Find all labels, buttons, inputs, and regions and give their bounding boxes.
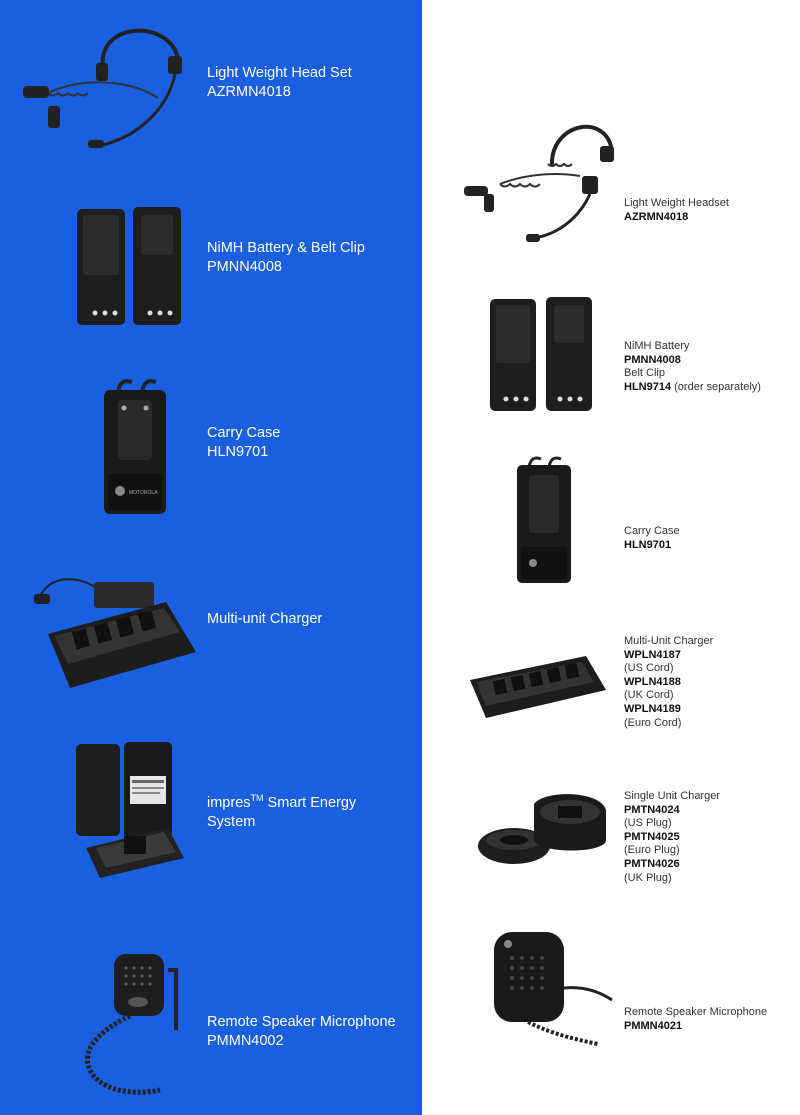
right-item-carry-case: Carry Case HLN9701 — [624, 525, 680, 552]
left-headset-name: Light Weight Head Set — [207, 65, 352, 81]
right-sc-line-6: PMTN4026 — [624, 857, 680, 870]
right-case-line-2: HLN9701 — [624, 538, 672, 551]
carry-case-image-left: MOTOROLA — [100, 378, 170, 516]
right-rsm-line-2: PMMN4021 — [624, 1019, 683, 1032]
right-rsm-line-1: Remote Speaker Microphone — [624, 1006, 768, 1018]
right-mc-line-4: WPLN4188 — [624, 675, 681, 688]
right-headset-line-2: AZRMN4018 — [624, 210, 689, 223]
impres-image-left — [72, 740, 187, 880]
left-rsm-code: PMMN4002 — [207, 1033, 284, 1049]
multi-charger-image-right — [466, 650, 608, 722]
right-case-line-1: Carry Case — [624, 525, 680, 537]
headset-image-right — [460, 116, 620, 246]
right-item-headset: Light Weight Headset AZRMN4018 — [624, 197, 729, 224]
brand-mark-text: MOTOROLA — [129, 490, 158, 496]
rsm-image-left — [70, 950, 190, 1100]
left-item-carry-case: Carry Case HLN9701 — [207, 424, 280, 462]
left-impres-line2: System — [207, 813, 256, 830]
right-battery-line-1: NiMH Battery — [624, 340, 690, 352]
right-mc-line-3: (US Cord) — [624, 662, 674, 675]
right-sc-line-4: PMTN4025 — [624, 830, 680, 843]
left-battery-code: PMNN4008 — [207, 259, 282, 275]
right-sc-line-1: Single Unit Charger — [624, 790, 720, 802]
battery-image-right — [488, 295, 598, 413]
right-sc-line-7: (UK Plug) — [624, 871, 672, 884]
left-item-headset: Light Weight Head Set AZRMN4018 — [207, 64, 352, 102]
left-multi-charger-name: Multi-unit Charger — [207, 611, 323, 627]
right-sc-line-5: (Euro Plug) — [624, 844, 680, 857]
left-battery-name: NiMH Battery & Belt Clip — [207, 240, 365, 256]
left-item-battery: NiMH Battery & Belt Clip PMNN4008 — [207, 239, 365, 277]
right-headset-line-1: Light Weight Headset — [624, 197, 729, 209]
multi-charger-image-left — [30, 572, 200, 694]
left-impres-tm: TM — [250, 793, 264, 803]
left-item-impres: impresTM Smart Energy System — [207, 789, 356, 832]
right-battery-line-4: HLN9714 — [624, 380, 672, 393]
rsm-image-right — [488, 928, 613, 1048]
left-headset-code: AZRMN4018 — [207, 84, 291, 100]
battery-image-left — [75, 205, 185, 327]
left-impres-prefix: impres — [207, 794, 251, 811]
right-sc-line-3: (US Plug) — [624, 817, 672, 830]
right-battery-line-3: Belt Clip — [624, 367, 665, 380]
right-battery-line-4-suffix: (order separately) — [671, 380, 761, 393]
single-charger-image-right — [474, 790, 609, 870]
right-mc-line-5: (UK Cord) — [624, 689, 674, 702]
left-rsm-name: Remote Speaker Microphone — [207, 1014, 396, 1030]
right-item-single-charger: Single Unit Charger PMTN4024 (US Plug) P… — [624, 790, 720, 885]
right-mc-line-1: Multi-Unit Charger — [624, 635, 714, 647]
right-mc-line-7: (Euro Cord) — [624, 716, 682, 729]
right-battery-line-2: PMNN4008 — [624, 353, 681, 366]
carry-case-image-right — [515, 455, 573, 585]
left-item-rsm: Remote Speaker Microphone PMMN4002 — [207, 1013, 396, 1051]
left-case-code: HLN9701 — [207, 444, 269, 460]
left-panel — [0, 0, 422, 1115]
right-panel — [422, 0, 800, 1115]
right-item-battery: NiMH Battery PMNN4008 Belt Clip HLN9714 … — [624, 340, 761, 394]
left-impres-rest: Smart Energy — [263, 794, 357, 811]
right-item-rsm: Remote Speaker Microphone PMMN4021 — [624, 1006, 767, 1033]
right-mc-line-6: WPLN4189 — [624, 702, 681, 715]
headset-image-left — [18, 18, 188, 153]
left-item-multi-charger: Multi-unit Charger — [207, 610, 322, 629]
right-item-multi-charger: Multi-Unit Charger WPLN4187 (US Cord) WP… — [624, 635, 713, 730]
left-case-name: Carry Case — [207, 425, 281, 441]
right-sc-line-2: PMTN4024 — [624, 803, 680, 816]
right-mc-line-2: WPLN4187 — [624, 648, 681, 661]
